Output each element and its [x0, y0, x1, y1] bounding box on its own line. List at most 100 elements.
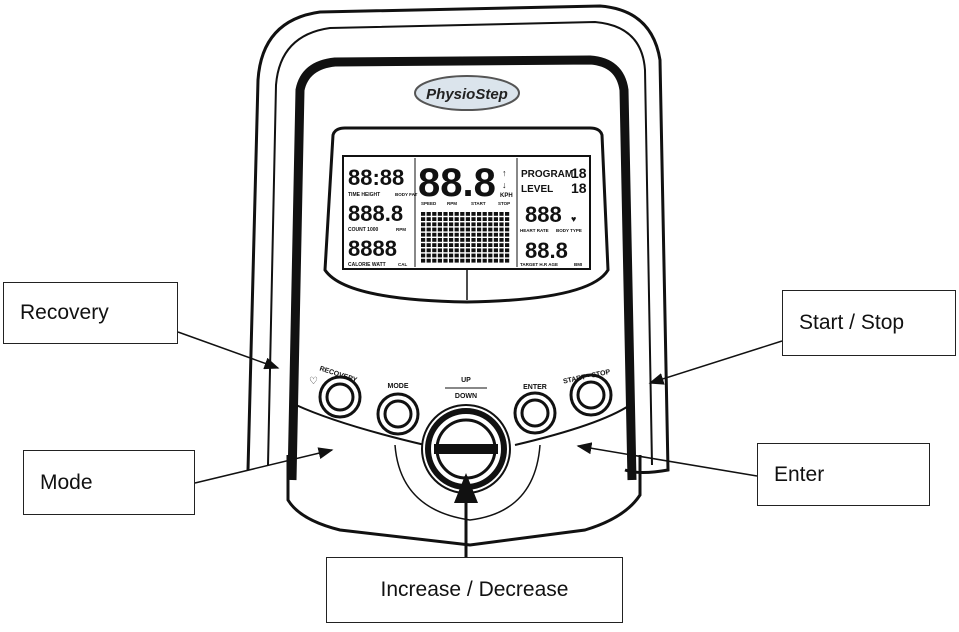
lcd-matrix-cell: [465, 217, 470, 221]
lcd-matrix-cell: [432, 232, 437, 237]
lcd-matrix-cell: [471, 232, 476, 237]
lcd-left-tag-1: BODY FAT: [395, 192, 418, 197]
enter-callout-text: Enter: [774, 462, 825, 486]
lcd-main-digits: 88.8: [418, 161, 496, 205]
lcd-matrix-cell: [471, 258, 476, 263]
lcd-matrix-cell: [493, 227, 498, 232]
lcd-matrix-cell: [449, 258, 454, 263]
lcd-matrix-cell: [460, 248, 465, 253]
lcd-matrix-cell: [449, 238, 454, 242]
recovery-heart-icon: ♡: [309, 376, 318, 387]
lcd-target-digits: 88.8: [525, 238, 568, 263]
lcd-matrix-cell: [482, 248, 487, 253]
lcd-matrix-cell: [432, 222, 437, 227]
lcd-matrix-cell: [449, 222, 454, 227]
lcd-heart-tag: BODY TYPE: [556, 228, 582, 233]
lcd-matrix-cell: [477, 227, 482, 232]
lcd-matrix-cell: [421, 217, 426, 221]
lcd-matrix-cell: [488, 258, 493, 263]
mode-button[interactable]: [376, 392, 420, 436]
lcd-left-label-1: TIME HEIGHT: [348, 192, 380, 198]
lcd-matrix-cell: [443, 217, 448, 221]
lcd-matrix-cell: [471, 253, 476, 258]
lcd-program-label: PROGRAM: [521, 169, 573, 180]
lcd-center-label-stop: STOP: [498, 201, 510, 206]
lcd-matrix-cell: [488, 243, 493, 247]
lcd-matrix-cell: [449, 217, 454, 221]
lcd-matrix-cell: [499, 248, 504, 253]
start-stop-callout-box: Start / Stop: [782, 290, 956, 356]
lcd-matrix-cell: [460, 212, 465, 216]
lcd-matrix-cell: [437, 253, 442, 258]
lcd-matrix-cell: [421, 238, 426, 242]
lcd-heart-icon: ♥: [571, 214, 576, 224]
lcd-matrix-cell: [505, 217, 510, 221]
lcd-matrix-cell: [493, 222, 498, 227]
enter-callout-arrow: [576, 442, 758, 477]
lcd-matrix-cell: [426, 248, 431, 253]
lcd-matrix-cell: [499, 243, 504, 247]
lcd-matrix-cell: [488, 222, 493, 227]
lcd-matrix-cell: [449, 248, 454, 253]
lcd-program-digits: 18: [571, 165, 587, 181]
lcd-dot-matrix: [421, 212, 510, 263]
lcd-matrix-cell: [454, 248, 459, 253]
lcd-matrix-cell: [477, 238, 482, 242]
lcd-center-label-rpm: RPM: [447, 201, 457, 206]
lcd-matrix-cell: [482, 227, 487, 232]
mode-callout-text: Mode: [40, 470, 93, 494]
lcd-matrix-cell: [437, 258, 442, 263]
recovery-callout-arrow: [177, 331, 280, 370]
lcd-left-digits-2: 888.8: [348, 201, 403, 226]
lcd-left-digits-3: 8888: [348, 236, 397, 261]
lcd-matrix-cell: [493, 248, 498, 253]
logo-text: PhysioStep: [426, 86, 508, 103]
lcd-matrix-cell: [465, 222, 470, 227]
lcd-matrix-cell: [493, 212, 498, 216]
logo-badge: [414, 75, 520, 111]
lcd-matrix-cell: [477, 243, 482, 247]
console-button-band: [295, 404, 631, 446]
console-inner-housing: [267, 20, 653, 466]
lcd-heart-digits: 888: [525, 202, 562, 227]
lcd-matrix-cell: [421, 243, 426, 247]
increase-decrease-callout-box: Increase / Decrease: [326, 557, 623, 623]
lcd-matrix-cell: [488, 232, 493, 237]
recovery-button[interactable]: [318, 375, 362, 419]
recovery-callout-box: Recovery: [3, 282, 178, 344]
lcd-matrix-cell: [460, 243, 465, 247]
lcd-matrix-cell: [477, 258, 482, 263]
lcd-matrix-cell: [432, 238, 437, 242]
lcd-matrix-cell: [505, 248, 510, 253]
lcd-matrix-cell: [454, 212, 459, 216]
lcd-matrix-cell: [482, 243, 487, 247]
lcd-matrix-cell: [471, 217, 476, 221]
lcd-matrix-cell: [449, 243, 454, 247]
lcd-matrix-cell: [493, 253, 498, 258]
lcd-matrix-cell: [482, 212, 487, 216]
lcd-matrix-cell: [505, 258, 510, 263]
lcd-matrix-cell: [421, 232, 426, 237]
lcd-matrix-cell: [443, 253, 448, 258]
lcd-matrix-cell: [465, 227, 470, 232]
lcd-matrix-cell: [454, 222, 459, 227]
lcd-matrix-cell: [505, 212, 510, 216]
lcd-matrix-cell: [482, 238, 487, 242]
lcd-matrix-cell: [454, 232, 459, 237]
enter-button[interactable]: [513, 391, 557, 435]
lcd-matrix-cell: [465, 258, 470, 263]
lcd-matrix-cell: [426, 258, 431, 263]
lcd-matrix-cell: [499, 222, 504, 227]
lcd-matrix-cell: [488, 253, 493, 258]
lcd-matrix-cell: [421, 227, 426, 232]
lcd-matrix-cell: [454, 217, 459, 221]
lcd-matrix-cell: [432, 253, 437, 258]
start-stop-button[interactable]: [569, 373, 613, 417]
lcd-matrix-cell: [493, 238, 498, 242]
lcd-matrix-cell: [460, 258, 465, 263]
lcd-matrix-cell: [471, 222, 476, 227]
increase-decrease-callout-text: Increase / Decrease: [380, 578, 569, 601]
lcd-matrix-cell: [443, 212, 448, 216]
lcd-matrix-cell: [499, 217, 504, 221]
